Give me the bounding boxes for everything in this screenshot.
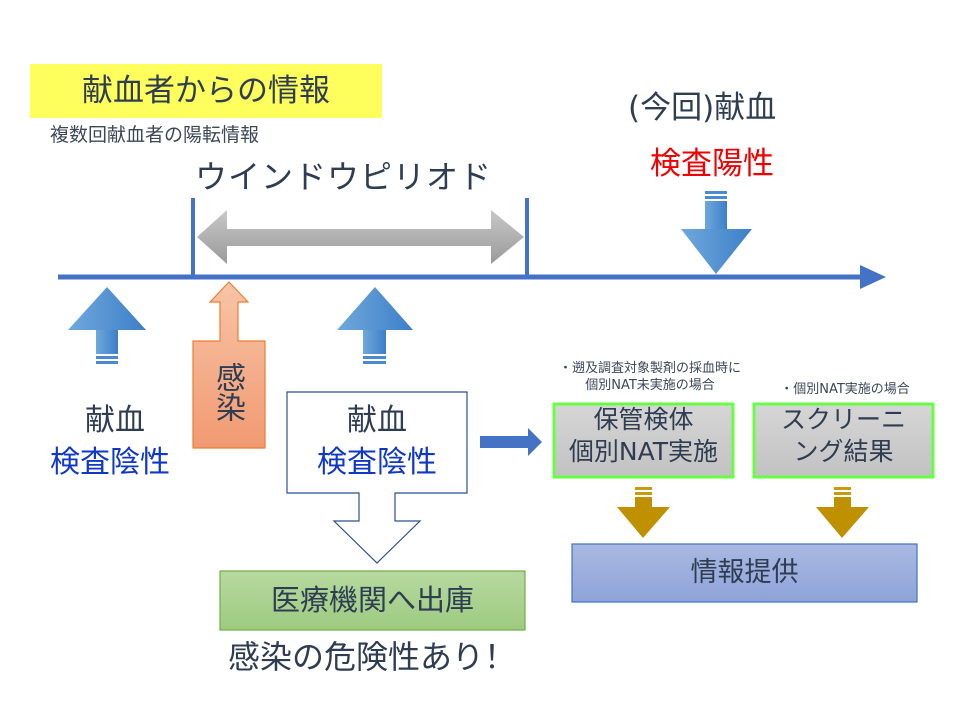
donation-1-up-arrow [68, 287, 146, 364]
window-period-label: ウインドウピリオド [195, 158, 493, 196]
infection-up-arrow [192, 281, 266, 449]
current-donation-result: 検査陽性 [650, 146, 774, 182]
screening-result-box [752, 402, 935, 479]
ship-to-hospital-box [219, 570, 526, 631]
donation-2-up-arrow [337, 287, 413, 364]
timeline-arrowhead [860, 265, 886, 289]
screening-result-text: スクリーニ ング結果 [780, 405, 906, 466]
timeline-axis [58, 265, 886, 289]
donation-2-label: 献血 [347, 403, 407, 438]
infection-risk-warning: 感染の危険性あり！ [228, 638, 517, 676]
title-highlight [30, 64, 382, 118]
info-provision-box [571, 543, 918, 603]
to-nat-right-arrow [480, 428, 542, 456]
ship-to-hospital-text: 医療機関へ出庫 [270, 583, 474, 617]
page-subtitle: 複数回献血者の陽転情報 [50, 124, 260, 146]
donation-2-result: 検査陰性 [317, 445, 437, 480]
note-nat-done: ・個別NAT実施の場合 [780, 382, 910, 397]
window-period-double-arrow [197, 210, 524, 264]
donation-1-result: 検査陰性 [50, 445, 170, 480]
infection-label: 感染 [210, 362, 245, 422]
current-donation-down-arrow [681, 191, 752, 274]
donation-2-callout-box [286, 391, 468, 564]
gold-down-arrow-2 [816, 487, 869, 538]
donation-1-label: 献血 [85, 403, 145, 438]
page-title: 献血者からの情報 [82, 73, 330, 109]
current-donation-label: (今回)献血 [628, 90, 777, 126]
note-nat-not-done: ・遡及調査対象製剤の採血時に 個別NAT未実施の場合 [558, 361, 741, 393]
stored-sample-nat-box [552, 402, 735, 479]
info-provision-text: 情報提供 [690, 557, 799, 588]
stored-sample-nat-text: 保管検体 個別NAT実施 [568, 405, 719, 466]
gold-down-arrow-1 [617, 487, 670, 538]
